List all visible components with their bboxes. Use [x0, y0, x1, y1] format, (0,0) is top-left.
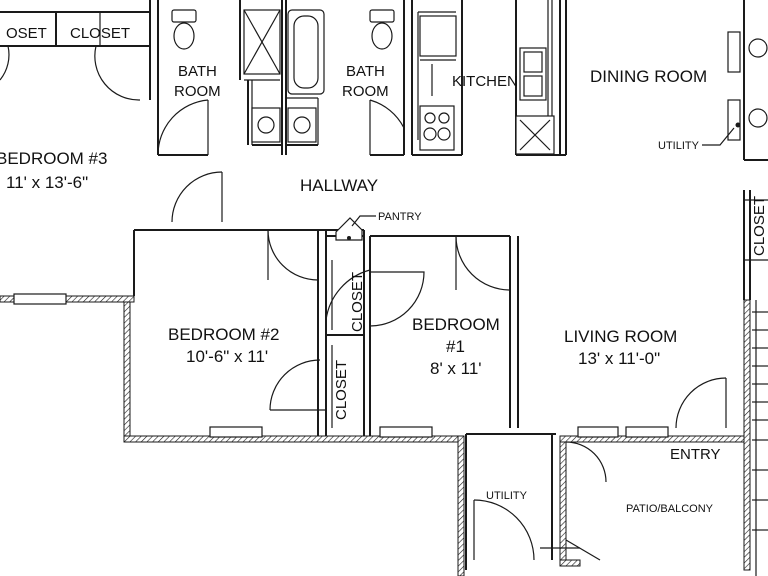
dishwasher [515, 115, 555, 155]
toilet-right [369, 9, 395, 50]
entry-label: ENTRY [670, 446, 721, 463]
closet-label-hall-lower: CLOSET [333, 360, 350, 420]
doors [0, 12, 768, 561]
utility-callout-label: UTILITY [658, 140, 700, 152]
pantry-pointer [351, 215, 376, 227]
closet-label-top-left: CLOSET [70, 25, 130, 42]
stove [419, 105, 455, 151]
bedroom2-size: 10'-6" x 11' [186, 347, 268, 366]
bath-left-label-line1: BATH [178, 63, 217, 80]
utility-lower-label: UTILITY [486, 490, 528, 502]
sink-left [251, 107, 281, 143]
pantry-callout-label: PANTRY [378, 211, 422, 223]
exterior-walls [0, 295, 768, 576]
closet-label-hall-upper: CLOSET [349, 272, 366, 332]
kitchen-sink [519, 47, 547, 101]
fixtures [171, 9, 768, 241]
bath-right-label-line2: ROOM [342, 83, 389, 100]
labels: OSET CLOSET BATH ROOM BATH ROOM KITCHEN … [0, 25, 768, 515]
sink-right [287, 107, 317, 143]
dining-room-label: DINING ROOM [590, 67, 707, 86]
exterior-ledge-lines [752, 300, 768, 576]
water-heater [727, 31, 768, 141]
patio-balcony-label: PATIO/BALCONY [626, 503, 714, 515]
bath-left-label-line2: ROOM [174, 83, 221, 100]
closet-label-top-left-partial: OSET [6, 25, 47, 42]
bedroom2-name: BEDROOM #2 [168, 325, 279, 344]
bathtub [287, 9, 325, 95]
living-room-name: LIVING ROOM [564, 327, 677, 346]
bath-right-label-line1: BATH [346, 63, 385, 80]
bedroom3-size: 11' x 13'-6" [6, 173, 88, 192]
living-room-size: 13' x 11'-0" [578, 349, 660, 368]
pantry-shelf [335, 217, 363, 241]
bedroom1-size: 8' x 11' [430, 359, 482, 378]
utility-pointer [702, 122, 741, 146]
closet-label-right: CLOSET [751, 196, 768, 256]
windows [13, 293, 669, 438]
hallway-label: HALLWAY [300, 176, 378, 195]
bedroom1-name: BEDROOM [412, 315, 500, 334]
refrigerator [419, 15, 457, 96]
bedroom1-number: #1 [446, 337, 465, 356]
toilet-left [171, 9, 197, 50]
kitchen-label: KITCHEN [452, 73, 518, 90]
bedroom3-name: BEDROOM #3 [0, 149, 107, 168]
